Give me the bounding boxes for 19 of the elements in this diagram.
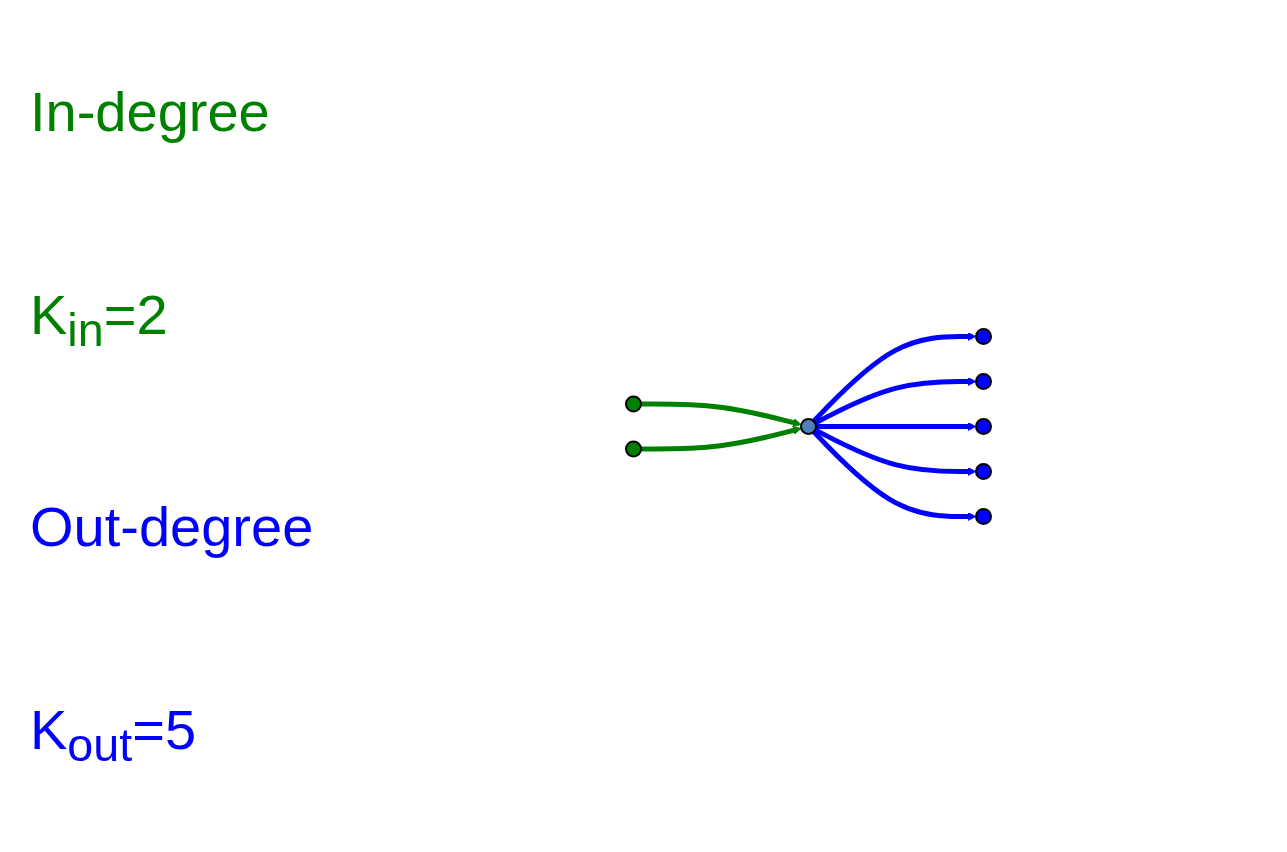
node-circle — [975, 372, 992, 390]
node-circle — [625, 395, 642, 412]
degree-label: In-degree — [30, 79, 271, 145]
arrow — [641, 425, 802, 451]
arrow — [816, 421, 977, 431]
degree-label: K$_{in}$=2 — [30, 282, 169, 359]
node-circle — [975, 417, 992, 435]
node-circle — [625, 440, 642, 457]
arrow — [814, 427, 977, 476]
node-circle — [975, 327, 992, 345]
node-circle — [975, 507, 992, 525]
degree-label: Out-degree — [30, 494, 315, 561]
arrow — [641, 401, 802, 427]
degree-label: K$_{out}$=5 — [30, 697, 198, 774]
node-circle — [800, 417, 817, 435]
arrow — [811, 331, 977, 423]
node-circle — [975, 462, 992, 480]
arrow — [814, 376, 977, 425]
arrow — [811, 429, 977, 521]
